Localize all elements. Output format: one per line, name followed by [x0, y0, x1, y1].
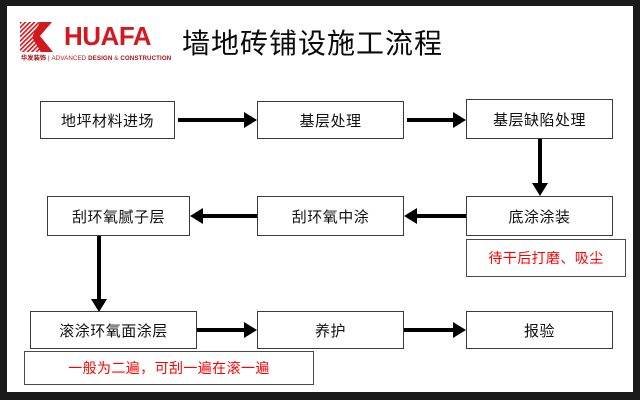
flow-edge-n2-n3 — [407, 112, 466, 128]
huafa-logo: HUAFA 华发装饰 | ADVANCED DESIGN & CONSTRUCT… — [20, 20, 195, 66]
huafa-tagline: 华发装饰 | ADVANCED DESIGN & CONSTRUCTION — [21, 53, 171, 62]
slide-frame-left — [0, 0, 7, 400]
flow-edge-n8-n9 — [404, 322, 466, 338]
slide-frame-bottom — [0, 392, 640, 400]
flow-note-note1: 待干后打磨、吸尘 — [466, 239, 626, 277]
flow-node-n9[interactable]: 报验 — [466, 311, 613, 349]
huafa-wordmark: HUAFA — [64, 21, 152, 51]
flow-node-n5[interactable]: 刮环氧中涂 — [257, 196, 404, 236]
flow-edge-n3-n6 — [532, 139, 548, 196]
flow-edge-n1-n2 — [178, 112, 257, 128]
flow-node-n6[interactable]: 底涂涂装 — [466, 196, 613, 236]
slide-frame-right — [633, 0, 640, 400]
flow-edge-n7-n8 — [197, 322, 257, 338]
flow-node-n3[interactable]: 基层缺陷处理 — [466, 99, 613, 139]
huafa-tagline-amp: & — [114, 55, 119, 62]
slide-frame-top — [0, 0, 640, 6]
flow-edge-n5-n4 — [190, 208, 257, 224]
huafa-tagline-advanced: ADVANCED — [51, 55, 87, 62]
huafa-tagline-design: DESIGN — [88, 55, 113, 62]
flow-node-n1[interactable]: 地坪材料进场 — [40, 101, 175, 139]
flow-note-note2: 一般为二遍，可刮一遍在滚一遍 — [24, 351, 314, 385]
huafa-tagline-cn: 华发装饰 — [21, 55, 47, 62]
flow-node-n8[interactable]: 养护 — [257, 311, 404, 349]
flow-node-n2[interactable]: 基层处理 — [257, 101, 404, 139]
huafa-k-logo-icon — [20, 22, 53, 52]
slide-content-area: HUAFA 华发装饰 | ADVANCED DESIGN & CONSTRUCT… — [7, 6, 633, 392]
huafa-tagline-construction: CONSTRUCTION — [120, 55, 172, 62]
flow-edge-n6-n5 — [404, 208, 466, 224]
flow-edge-n4-n7 — [91, 236, 107, 312]
flow-node-n4[interactable]: 刮环氧腻子层 — [47, 196, 190, 236]
flow-node-n7[interactable]: 滚涂环氧面涂层 — [30, 311, 197, 349]
page-title: 墙地砖铺设施工流程 — [182, 27, 444, 60]
huafa-tagline-separator: | — [47, 55, 50, 62]
